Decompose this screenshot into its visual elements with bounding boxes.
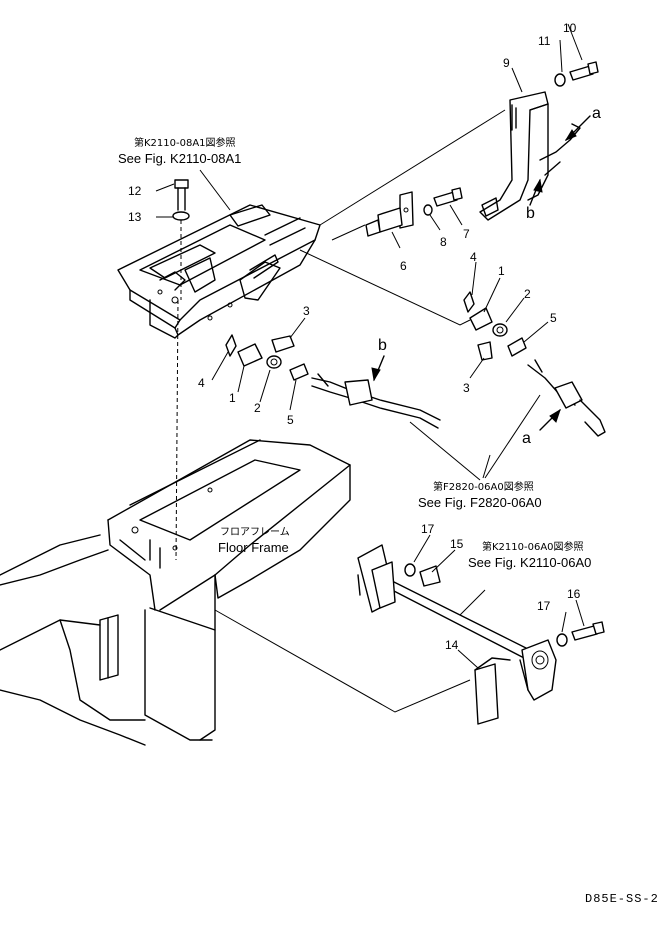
bolt-part-15 <box>419 565 441 587</box>
part-number-5-right: 5 <box>550 311 557 325</box>
connection-letter-a-bottom: a <box>522 430 531 447</box>
reference-k2110-06a0-jp: 第K2110-06A0図参照 <box>482 540 584 553</box>
pin-part-3-right <box>477 341 493 361</box>
part-number-14: 14 <box>445 638 459 652</box>
nut-part-2-right <box>492 323 508 337</box>
part-number-4-left: 4 <box>198 376 205 390</box>
floor-frame <box>0 439 351 746</box>
connection-letters: a b b a <box>378 105 601 447</box>
bracket-part-9 <box>479 91 581 221</box>
floor-frame-label: フロアフレーム Floor Frame <box>218 526 290 555</box>
switch-bracket-part-6 <box>365 191 414 237</box>
lever-bracket-right <box>519 639 557 701</box>
clevis-part-1-left <box>237 343 263 367</box>
pin-part-3-left <box>271 335 295 353</box>
pin-part-4-left <box>225 334 237 357</box>
part-numbers: 10 11 9 12 13 6 8 7 4 1 2 5 3 3 4 1 2 5 … <box>128 21 581 652</box>
control-cable <box>311 373 441 429</box>
part-number-6: 6 <box>400 259 407 273</box>
bolt-part-7 <box>433 187 463 207</box>
connection-arrows <box>371 115 591 431</box>
part-number-17-right: 17 <box>537 599 551 613</box>
bolt-part-10 <box>569 61 599 81</box>
connection-letter-b-mid: b <box>378 337 387 354</box>
washer-part-11 <box>554 73 566 87</box>
part-number-8: 8 <box>440 235 447 249</box>
floor-frame-label-en: Floor Frame <box>218 540 289 555</box>
part-number-2-left: 2 <box>254 401 261 415</box>
connection-letter-a-top: a <box>592 105 601 122</box>
pin-part-4-right <box>463 291 475 313</box>
lever-box <box>117 204 321 339</box>
callout-leaders <box>155 23 585 669</box>
lever-part-14 <box>474 657 511 725</box>
part-number-13: 13 <box>128 210 142 224</box>
part-number-11: 11 <box>538 34 551 48</box>
reference-f2820-06a0-jp: 第F2820-06A0図参照 <box>433 480 534 493</box>
part-number-10: 10 <box>563 21 577 35</box>
reference-f2820-06a0: 第F2820-06A0図参照 See Fig. F2820-06A0 <box>418 480 542 510</box>
part-number-5-left: 5 <box>287 413 294 427</box>
washer-part-8 <box>423 204 433 216</box>
lever-shaft <box>357 544 531 661</box>
washer-part-17-left <box>404 563 416 577</box>
clevis-part-1-right <box>469 307 493 331</box>
part-number-7: 7 <box>463 227 470 241</box>
bolt-part-12 <box>174 179 189 211</box>
bolt-part-16 <box>571 621 605 641</box>
drawing-code: D85E-SS-2 <box>585 892 659 906</box>
part-number-1-left: 1 <box>229 391 236 405</box>
end-part-5-right <box>507 337 527 357</box>
part-number-12: 12 <box>128 184 142 198</box>
reference-k2110-08a1: 第K2110-08A1図参照 See Fig. K2110-08A1 <box>118 136 241 166</box>
reference-k2110-08a1-jp: 第K2110-08A1図参照 <box>134 136 236 149</box>
washer-part-13 <box>172 211 190 221</box>
cable-right-end <box>527 359 606 437</box>
nut-part-2-left <box>266 355 282 369</box>
reference-f2820-06a0-en: See Fig. F2820-06A0 <box>418 495 542 510</box>
part-number-15: 15 <box>450 537 464 551</box>
part-number-9: 9 <box>503 56 510 70</box>
part-number-17-left: 17 <box>421 522 435 536</box>
part-number-16: 16 <box>567 587 581 601</box>
part-number-4-right: 4 <box>470 250 477 264</box>
reference-k2110-08a1-en: See Fig. K2110-08A1 <box>118 151 241 166</box>
part-number-1-right: 1 <box>498 264 505 278</box>
reference-k2110-06a0: 第K2110-06A0図参照 See Fig. K2110-06A0 <box>468 540 591 570</box>
reference-k2110-06a0-en: See Fig. K2110-06A0 <box>468 555 591 570</box>
washer-part-17-right <box>556 633 568 647</box>
end-part-5-left <box>289 363 309 381</box>
part-number-3-left: 3 <box>303 304 310 318</box>
part-number-3-right: 3 <box>463 381 470 395</box>
connection-letter-b-top: b <box>526 205 535 222</box>
part-number-2-right: 2 <box>524 287 531 301</box>
floor-frame-label-jp: フロアフレーム <box>220 526 290 538</box>
